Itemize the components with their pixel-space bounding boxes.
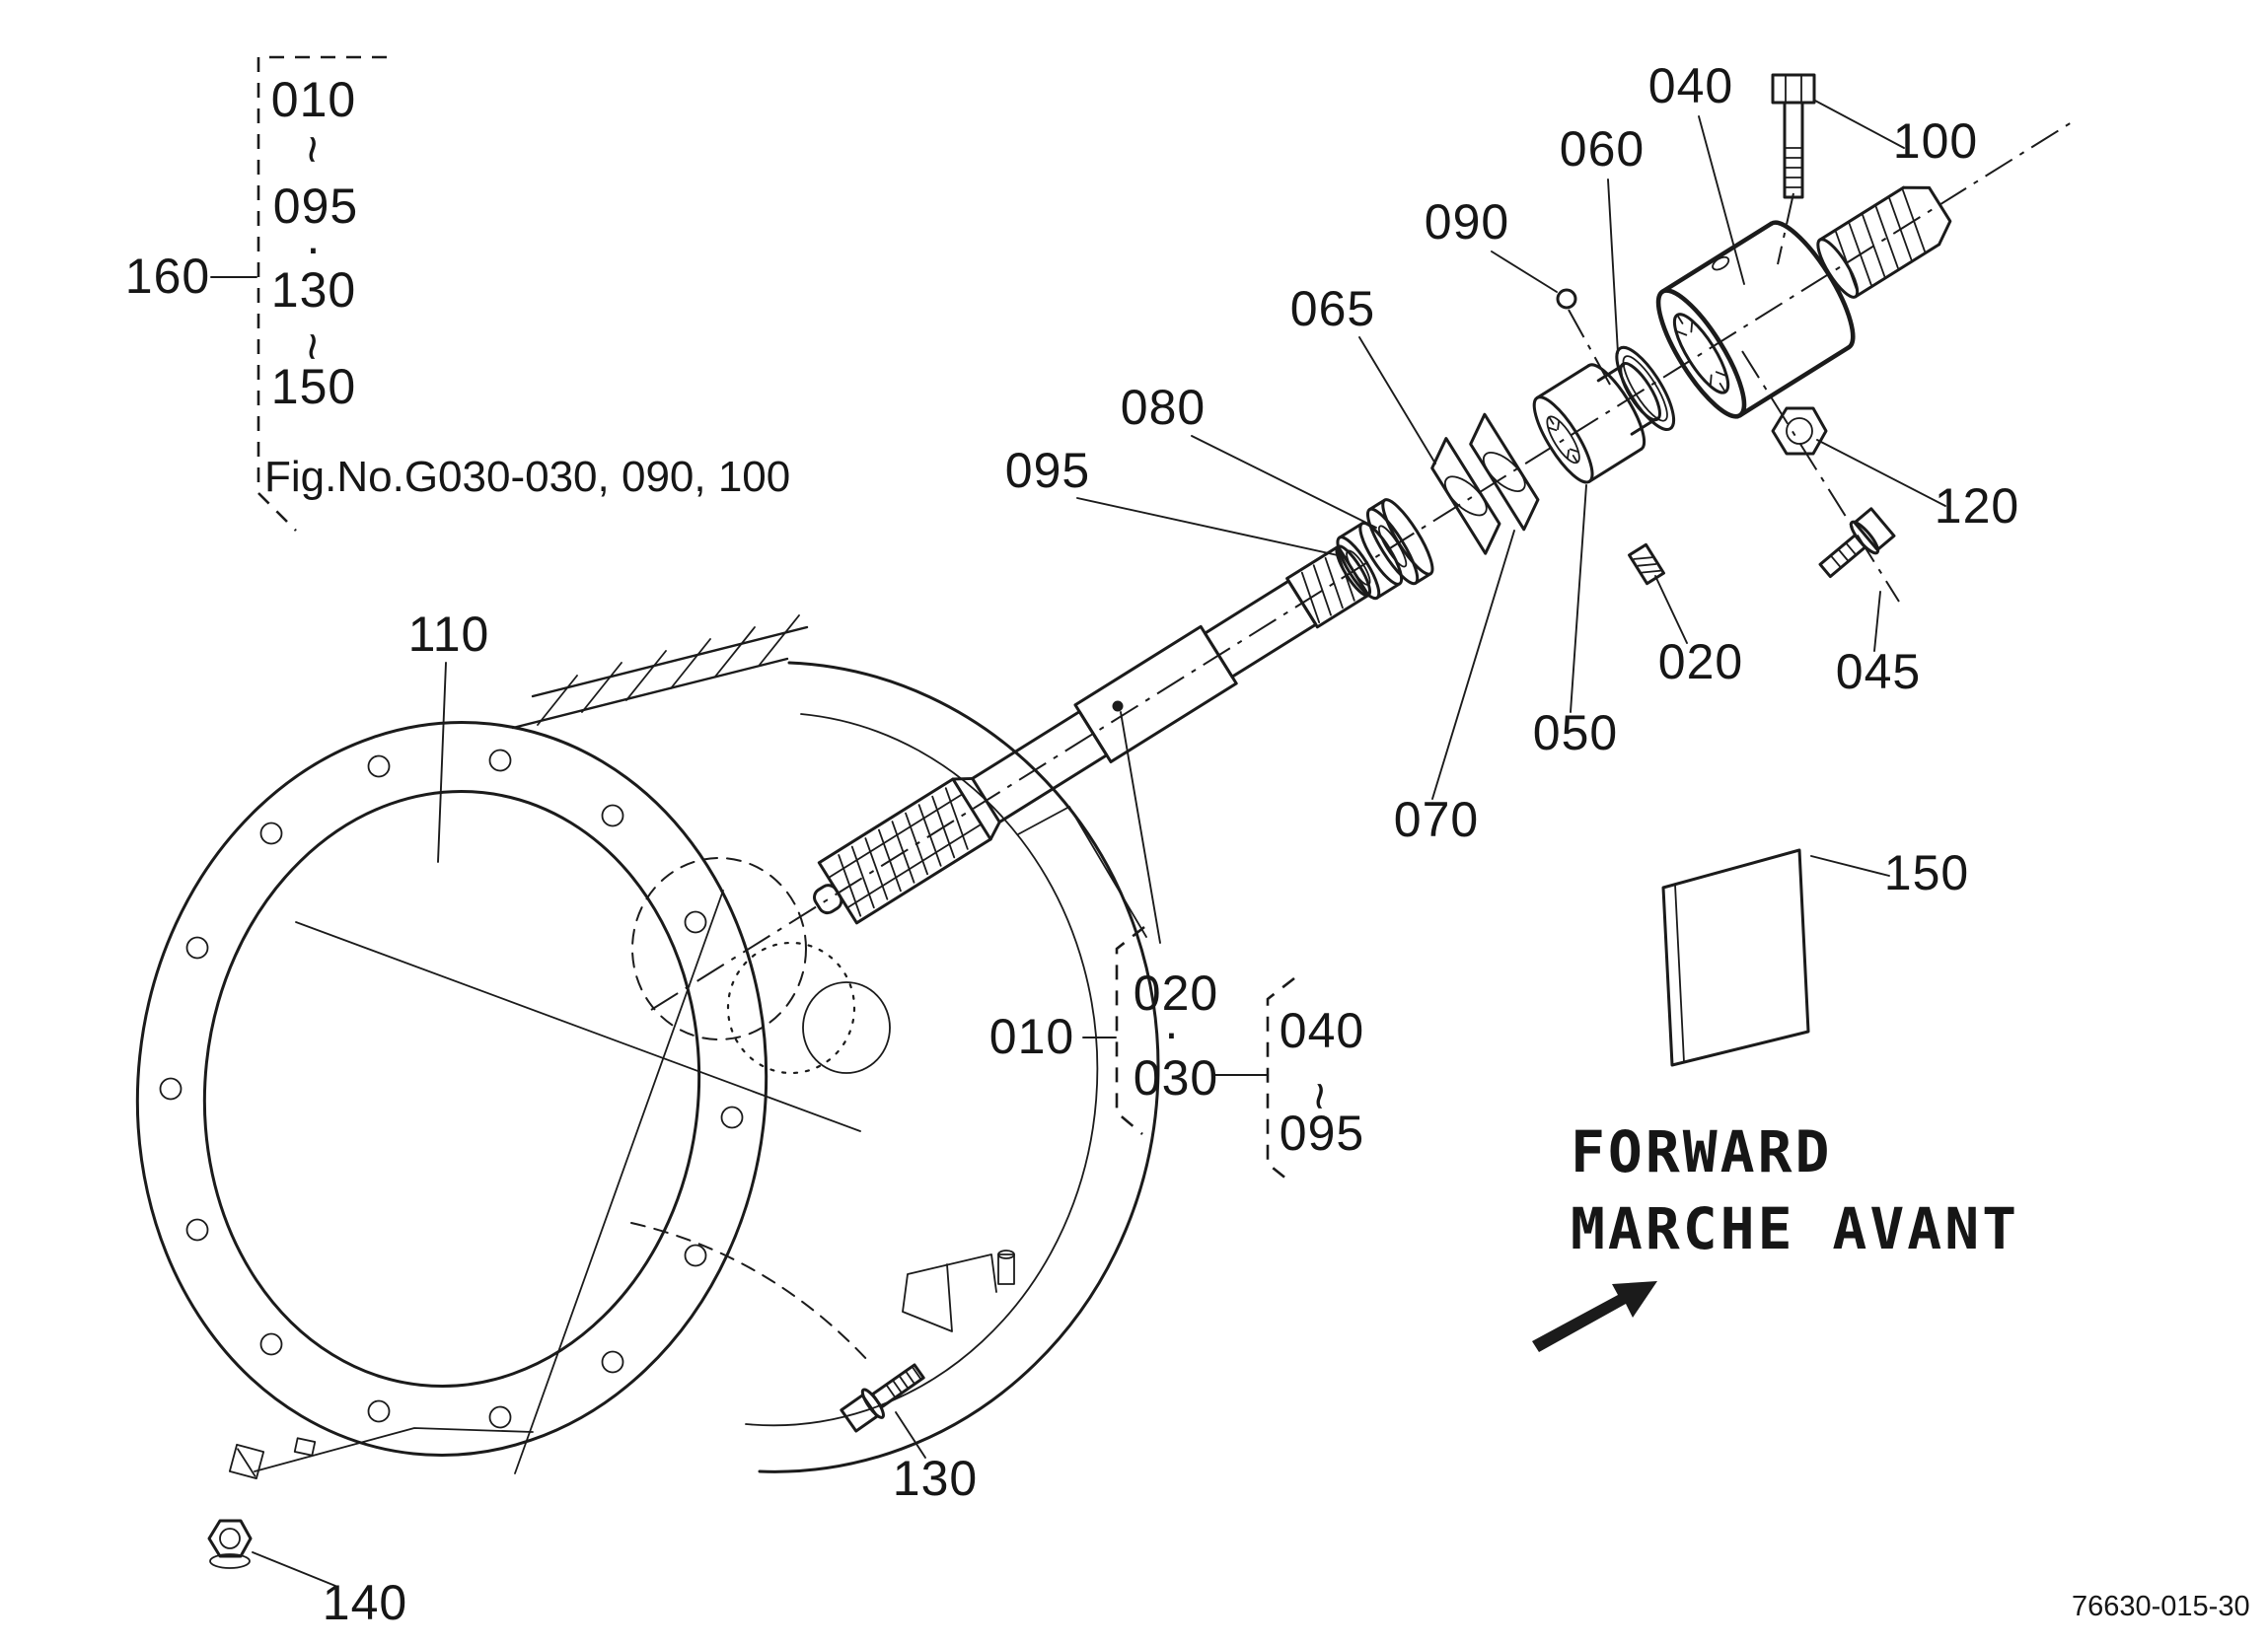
callout-090: 090 bbox=[1425, 194, 1509, 250]
callout-140: 140 bbox=[323, 1575, 407, 1630]
ref-160-item-130: 130 bbox=[271, 262, 356, 318]
bolt-130 bbox=[840, 1363, 925, 1433]
callout-040: 040 bbox=[1648, 58, 1733, 113]
callout-130: 130 bbox=[893, 1451, 978, 1506]
ref-160-item-095: 095 bbox=[273, 179, 358, 234]
ref-040-tilde: ~ bbox=[1292, 1082, 1348, 1111]
labels: 010 ~ 095 · 130 ~ 150 160 Fig.No.G030-03… bbox=[125, 58, 2250, 1630]
leader-lines bbox=[210, 100, 1946, 1587]
callout-070: 070 bbox=[1394, 792, 1479, 847]
ref-010-item-030: 030 bbox=[1134, 1050, 1218, 1106]
main-drive-shaft bbox=[813, 544, 1372, 925]
callout-020: 020 bbox=[1658, 634, 1743, 689]
callout-110: 110 bbox=[408, 607, 490, 662]
ref-010-item-020: 020 bbox=[1134, 966, 1218, 1021]
nut-120 bbox=[1771, 406, 1828, 456]
callout-095: 095 bbox=[1005, 443, 1090, 498]
nut-140 bbox=[207, 1519, 253, 1569]
callout-100: 100 bbox=[1893, 113, 1978, 169]
drawing-number: 76630-015-30 bbox=[2072, 1591, 2250, 1622]
housing-bracket bbox=[902, 1250, 1015, 1332]
figure-reference: Fig.No.G030-030, 090, 100 bbox=[264, 453, 790, 501]
callout-060: 060 bbox=[1560, 121, 1645, 177]
ref-010-dot: · bbox=[1163, 1005, 1181, 1060]
callout-065: 065 bbox=[1290, 281, 1375, 336]
ref-040-item-040: 040 bbox=[1280, 1003, 1364, 1058]
ref-160-item-150: 150 bbox=[271, 359, 356, 414]
axis-centerlines bbox=[650, 121, 2073, 1011]
ref-160-tilde-1: ~ bbox=[285, 135, 340, 165]
ref-160-tilde-2: ~ bbox=[285, 332, 340, 362]
section-hatching bbox=[537, 614, 800, 726]
splined-stub-shaft bbox=[1816, 185, 1952, 299]
bolt-100 bbox=[1771, 73, 1816, 199]
callout-150: 150 bbox=[1884, 845, 1969, 900]
callout-160: 160 bbox=[125, 249, 210, 304]
snap-ring-060 bbox=[1615, 345, 1676, 431]
square-plate-070 bbox=[1469, 412, 1540, 532]
ref-040-item-095: 095 bbox=[1280, 1106, 1364, 1161]
wire-clip-assembly bbox=[228, 1427, 534, 1480]
forward-arrow bbox=[1532, 1281, 1657, 1352]
steel-ball-090 bbox=[1556, 288, 1577, 310]
ref-160-item-010: 010 bbox=[271, 72, 356, 127]
square-plate-065 bbox=[1430, 437, 1501, 555]
callout-050: 050 bbox=[1533, 705, 1618, 760]
gasket-bolt-holes bbox=[159, 749, 744, 1429]
bolt-045 bbox=[1818, 507, 1896, 579]
collar-095 bbox=[1336, 521, 1404, 601]
forward-label: FORWARD bbox=[1571, 1118, 1832, 1185]
ref-160-dot: · bbox=[305, 220, 323, 275]
washer-080 bbox=[1365, 498, 1434, 586]
forward-label-fr: MARCHE AVANT bbox=[1571, 1195, 2019, 1262]
callout-120: 120 bbox=[1935, 478, 2019, 534]
callout-080: 080 bbox=[1121, 380, 1206, 435]
housing-gasket bbox=[135, 721, 768, 1457]
callout-045: 045 bbox=[1836, 644, 1921, 699]
spring-pin-020 bbox=[1628, 542, 1665, 586]
plate-150 bbox=[1661, 848, 1810, 1067]
reference-brackets bbox=[256, 55, 1295, 1185]
callout-010: 010 bbox=[989, 1009, 1074, 1064]
